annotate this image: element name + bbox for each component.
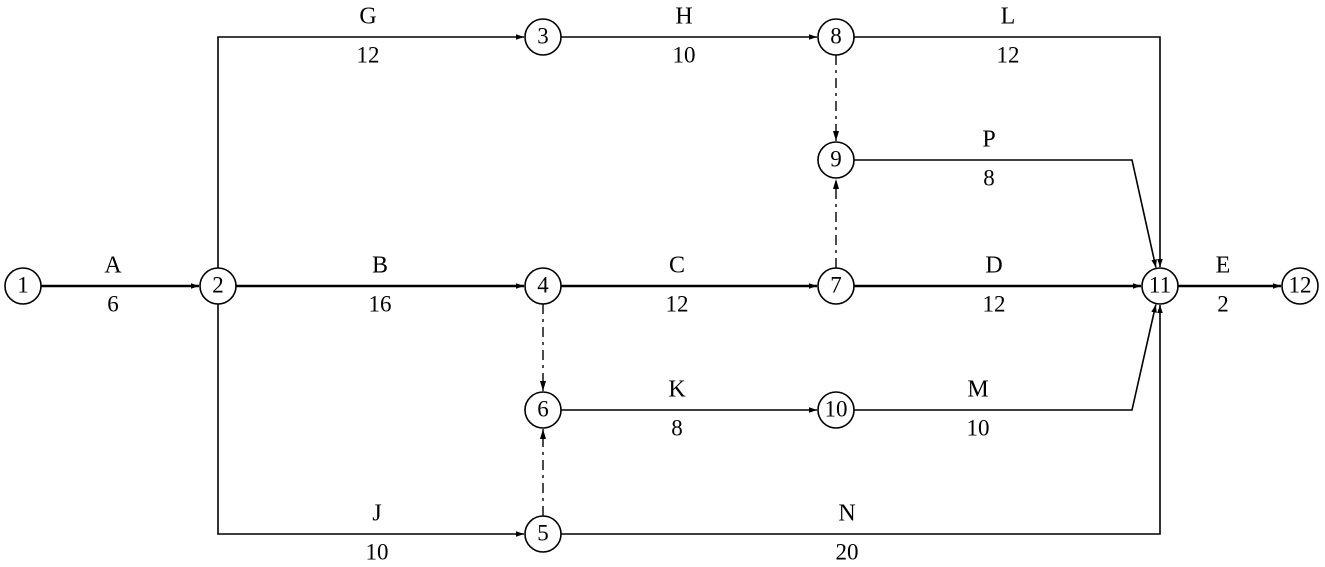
node-number: 3: [537, 23, 549, 48]
activity-arrow-j: [217, 304, 524, 537]
node-circle: [1141, 267, 1179, 305]
activity-name-a: A: [104, 253, 122, 279]
node-number: 4: [537, 272, 549, 297]
activity-arrow-n: [561, 305, 1163, 535]
node-circle: [817, 18, 855, 56]
activity-duration-c: 12: [666, 291, 689, 316]
node-number: 5: [537, 520, 549, 545]
node-circle: [817, 141, 855, 179]
activity-duration-p: 8: [983, 165, 995, 190]
activity-name-d: D: [985, 253, 1002, 279]
activity-duration-j: 10: [366, 539, 389, 564]
activity-duration-k: 8: [671, 415, 683, 440]
event-node-2: 2: [199, 267, 237, 305]
event-node-3: 3: [524, 18, 562, 56]
event-node-6: 6: [524, 391, 562, 429]
event-node-9: 9: [817, 141, 855, 179]
node-number: 2: [212, 272, 224, 297]
node-circle: [817, 391, 855, 429]
event-node-8: 8: [817, 18, 855, 56]
node-number: 7: [830, 272, 842, 297]
event-node-5: 5: [524, 515, 562, 553]
node-circle: [4, 267, 42, 305]
activity-arrow-l: [854, 36, 1163, 267]
node-circle: [524, 391, 562, 429]
activity-duration-d: 12: [983, 291, 1006, 316]
event-node-12: 12: [1281, 267, 1319, 305]
activity-name-k: K: [668, 377, 686, 403]
activity-duration-b: 16: [369, 291, 392, 316]
node-circle: [524, 267, 562, 305]
activity-name-e: E: [1216, 253, 1231, 279]
node-number: 1: [17, 272, 29, 297]
activity-name-b: B: [372, 253, 388, 279]
activity-name-p: P: [982, 127, 995, 153]
node-number: 9: [830, 146, 842, 171]
activity-duration-e: 2: [1217, 291, 1229, 316]
event-node-1: 1: [4, 267, 42, 305]
edges-layer: [41, 34, 1281, 537]
event-node-10: 10: [817, 391, 855, 429]
activity-arrow-g: [217, 34, 524, 268]
node-number: 10: [825, 396, 848, 421]
activity-name-h: H: [675, 4, 692, 30]
activity-duration-n: 20: [836, 539, 859, 564]
node-circle: [1281, 267, 1319, 305]
activity-duration-a: 6: [107, 291, 119, 316]
activity-name-n: N: [838, 501, 855, 527]
node-number: 6: [537, 396, 549, 421]
event-node-7: 7: [817, 267, 855, 305]
activity-arrow-m: [854, 304, 1157, 411]
node-number: 11: [1149, 272, 1171, 297]
node-circle: [199, 267, 237, 305]
event-node-4: 4: [524, 267, 562, 305]
event-node-11: 11: [1141, 267, 1179, 305]
node-circle: [817, 267, 855, 305]
activity-duration-l: 12: [997, 42, 1020, 67]
node-number: 12: [1289, 272, 1312, 297]
node-circle: [524, 18, 562, 56]
activity-duration-h: 10: [673, 42, 696, 67]
activity-name-g: G: [359, 4, 376, 30]
activity-duration-g: 12: [357, 42, 380, 67]
node-circle: [524, 515, 562, 553]
activity-name-m: M: [967, 377, 988, 403]
activity-duration-m: 10: [967, 415, 990, 440]
activity-name-j: J: [372, 501, 381, 527]
activity-arrow-p: [854, 159, 1157, 268]
activity-name-l: L: [1001, 4, 1016, 30]
node-number: 8: [830, 23, 842, 48]
activity-name-c: C: [669, 253, 685, 279]
